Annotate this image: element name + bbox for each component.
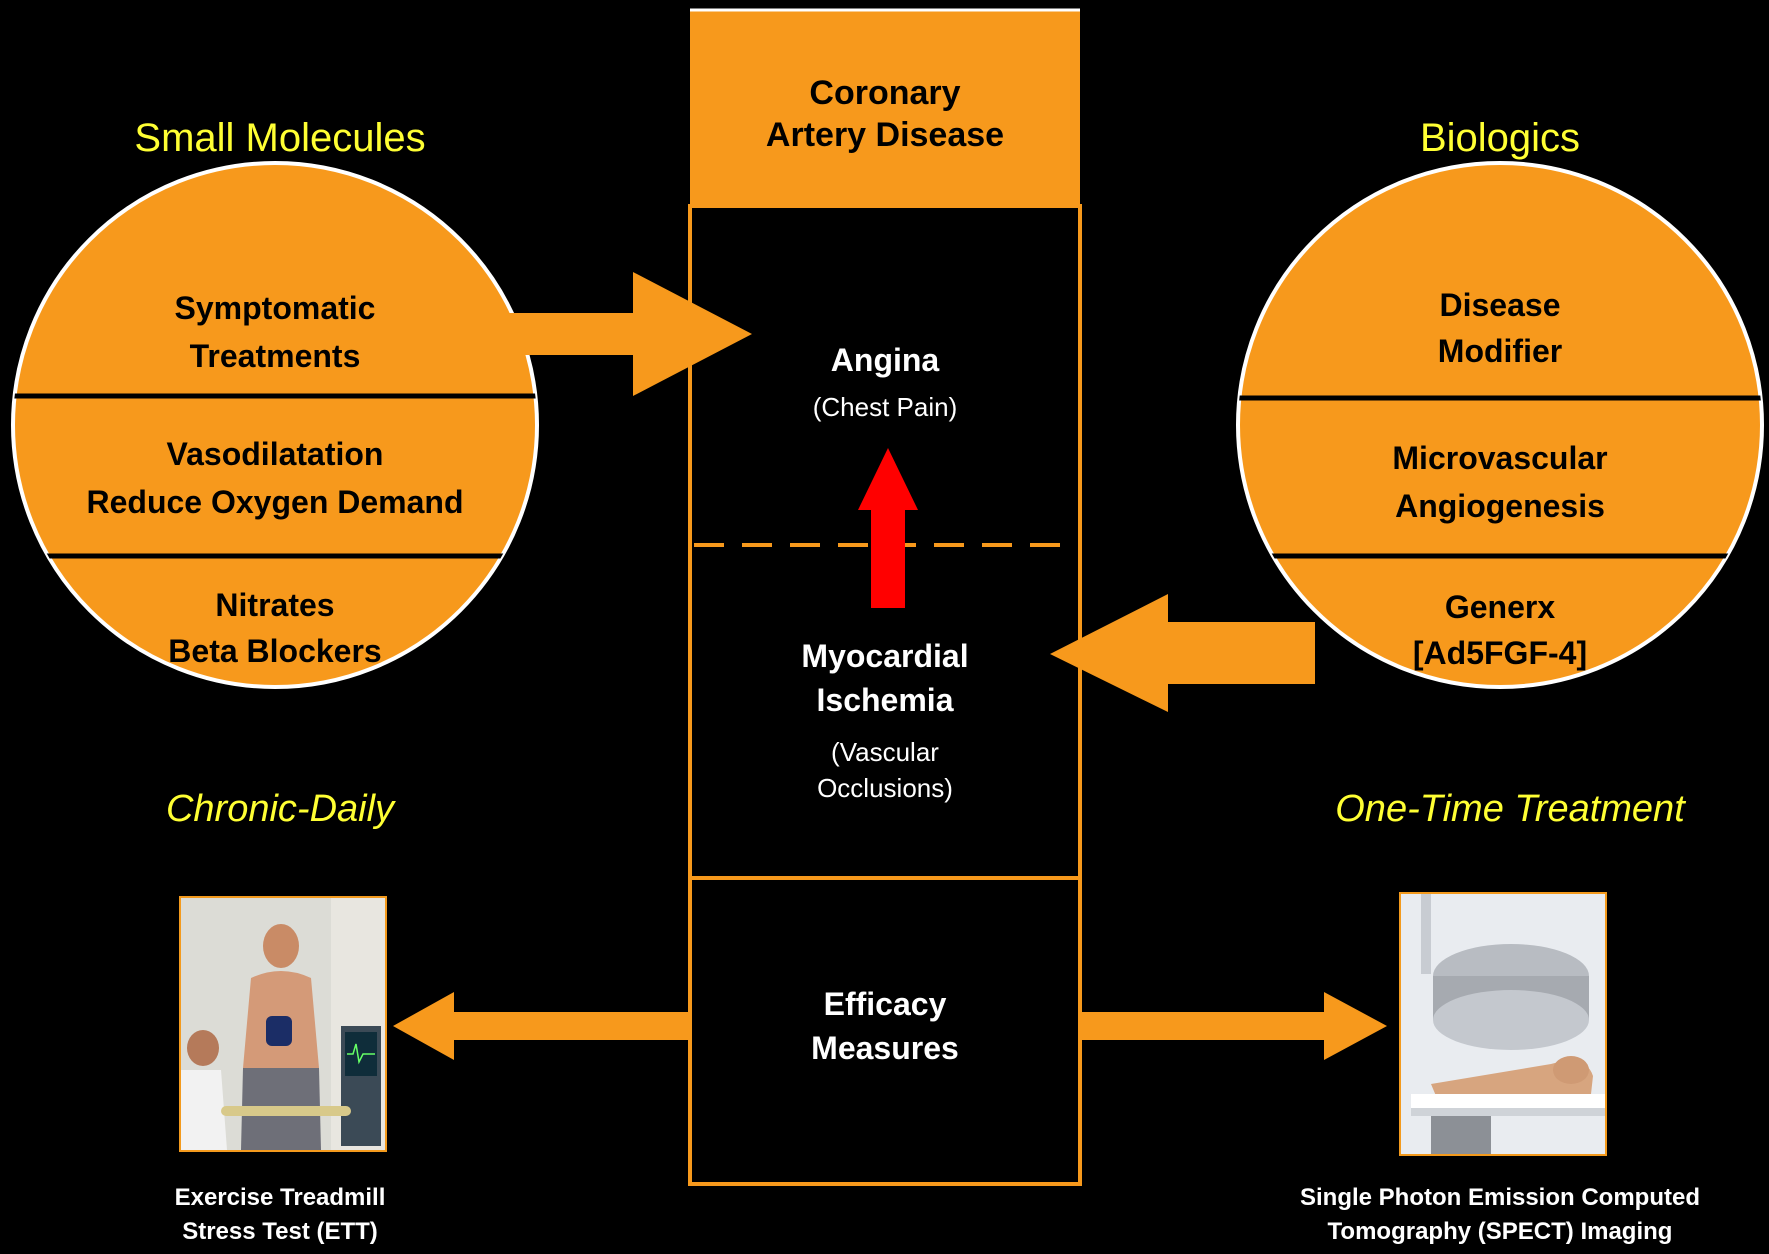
arrow-to-spect [1080, 992, 1387, 1060]
small-molecules-heading: Small Molecules [134, 116, 426, 160]
biologics-heading: Biologics [1419, 116, 1581, 160]
one-time-treatment-label: One-Time Treatment [1335, 788, 1685, 830]
red-arrow-up [858, 448, 918, 608]
efficacy-measures-label: Efficacy Measures [811, 986, 959, 1066]
arrow-to-ischemia [1050, 594, 1315, 712]
right-circle-section-1: Disease Modifier [1437, 287, 1563, 369]
left-circle-section-1: Symptomatic Treatments [174, 290, 376, 374]
arrow-to-ett [393, 992, 690, 1060]
spect-illustration [1401, 894, 1605, 1154]
treadmill-stress-test-photo [179, 896, 387, 1152]
center-efficacy-box [688, 876, 1082, 1186]
left-circle-section-3: Nitrates Beta Blockers [168, 587, 382, 669]
arrow-to-angina [488, 272, 752, 396]
ett-caption: Exercise Treadmill Stress Test (ETT) [174, 1184, 386, 1245]
ischemia-sublabel: (Vascular Occlusions) [817, 737, 953, 803]
left-circle-section-2: Vasodilatation Reduce Oxygen Demand [86, 436, 464, 520]
right-circle-section-2: Microvascular Angiogenesis [1392, 440, 1608, 524]
center-title-box [690, 10, 1080, 206]
center-title: Coronary Artery Disease [765, 74, 1005, 154]
spect-scanner-photo [1399, 892, 1607, 1156]
angina-label: Angina [830, 342, 940, 378]
spect-caption: Single Photon Emission Computed Tomograp… [1299, 1184, 1700, 1245]
ischemia-label: Myocardial Ischemia [801, 638, 969, 718]
treadmill-illustration [181, 898, 385, 1150]
chronic-daily-label: Chronic-Daily [165, 788, 395, 830]
right-circle-section-3: Generx [Ad5FGF-4] [1412, 589, 1588, 671]
angina-sublabel: (Chest Pain) [812, 392, 958, 422]
